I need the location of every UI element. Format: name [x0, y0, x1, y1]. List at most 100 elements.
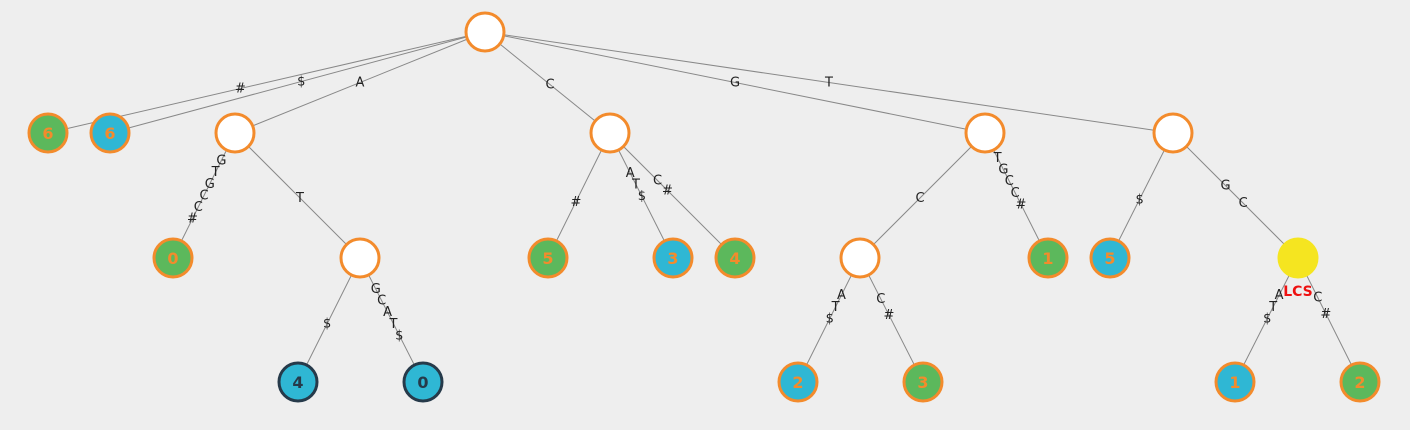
- tree-node-nC: [589, 112, 631, 154]
- node-circle: [402, 361, 444, 403]
- node-circle: [1339, 361, 1381, 403]
- tree-edge: [1172, 132, 1299, 259]
- edge-label: T: [295, 191, 304, 206]
- node-label: 5: [542, 249, 553, 268]
- edge-label: #: [235, 82, 246, 97]
- tree-node-nLCS: LCS: [1277, 237, 1319, 300]
- edge-label: C#: [876, 292, 894, 323]
- node-label: 2: [792, 373, 803, 392]
- node-circle: [277, 361, 319, 403]
- tree-node-n1b: 1: [1214, 361, 1256, 403]
- tree-node-n5b: 5: [1089, 237, 1131, 279]
- tree-node-nAT: [339, 237, 381, 279]
- node-label: 1: [1229, 373, 1240, 392]
- node-circle: [1277, 237, 1319, 279]
- node-circle: [714, 237, 756, 279]
- node-circle: [214, 112, 256, 154]
- edge-label: C#: [653, 174, 673, 199]
- node-label: 3: [917, 373, 928, 392]
- tree-node-n2b: 2: [777, 361, 819, 403]
- node-label: 4: [729, 249, 740, 268]
- node-circle: [339, 237, 381, 279]
- node-circle: [652, 237, 694, 279]
- edge-label: C: [545, 78, 554, 93]
- tree-node-n1g: 1: [1027, 237, 1069, 279]
- tree-node-n4g: 4: [714, 237, 756, 279]
- node-circle: [527, 237, 569, 279]
- node-label: 0: [417, 373, 428, 392]
- edge-label: T: [824, 76, 833, 91]
- tree-node-n6b: 6: [89, 112, 131, 154]
- tree-edge: [609, 132, 736, 259]
- edge-label: GC: [1220, 179, 1247, 212]
- tree-node-nG: [964, 112, 1006, 154]
- tree-edge: [797, 257, 861, 383]
- lcs-tag: LCS: [1283, 284, 1313, 300]
- tree-node-n0d: 0: [402, 361, 444, 403]
- node-label: 3: [667, 249, 678, 268]
- tree-edge: [484, 31, 986, 134]
- tree-edge: [484, 31, 611, 134]
- tree-node-nA: [214, 112, 256, 154]
- node-label: 6: [42, 124, 53, 143]
- tree-edge: [1109, 132, 1174, 259]
- tree-edge: [359, 257, 424, 383]
- node-circle: [964, 112, 1006, 154]
- tree-node-n4d: 4: [277, 361, 319, 403]
- node-label: 4: [292, 373, 303, 392]
- node-label: 1: [1042, 249, 1053, 268]
- tree-edge: [1234, 257, 1299, 383]
- node-circle: [1152, 112, 1194, 154]
- node-circle: [1214, 361, 1256, 403]
- tree-edge: [297, 257, 361, 383]
- tree-node-n2g: 2: [1339, 361, 1381, 403]
- tree-edge: [609, 132, 674, 259]
- edge-label: G: [730, 76, 740, 91]
- tree-edge: [547, 132, 611, 259]
- edge-label: $: [323, 317, 331, 332]
- node-circle: [152, 237, 194, 279]
- tree-node-nGC: [839, 237, 881, 279]
- node-label: 2: [1354, 373, 1365, 392]
- tree-edge: [234, 132, 361, 259]
- tree-edge: [1297, 257, 1361, 383]
- tree-edge: [234, 31, 486, 134]
- edge-label: C: [915, 191, 924, 206]
- edge-label: C#: [1313, 291, 1331, 322]
- edge-label: A: [356, 76, 365, 91]
- node-circle: [1027, 237, 1069, 279]
- tree-node-n3b: 3: [652, 237, 694, 279]
- edge-label: $: [1135, 192, 1143, 207]
- node-circle: [89, 112, 131, 154]
- node-circle: [902, 361, 944, 403]
- tree-node-n3g: 3: [902, 361, 944, 403]
- node-circle: [777, 361, 819, 403]
- tree-node-n6g: 6: [27, 112, 69, 154]
- tree-edge: [172, 132, 236, 259]
- tree-edge: [484, 31, 1174, 134]
- tree-edge: [109, 31, 486, 134]
- node-circle: [589, 112, 631, 154]
- node-circle: [1089, 237, 1131, 279]
- tree-node-nT: [1152, 112, 1194, 154]
- edge-label: #: [570, 195, 581, 210]
- node-circle: [27, 112, 69, 154]
- tree-edge: [984, 132, 1049, 259]
- node-circle: [839, 237, 881, 279]
- node-label: 5: [1104, 249, 1115, 268]
- edge-label: $: [297, 74, 305, 89]
- tree-node-root: [464, 11, 506, 53]
- tree-node-n0g: 0: [152, 237, 194, 279]
- node-label: 6: [104, 124, 115, 143]
- tree-edge: [859, 132, 986, 259]
- tree-node-n5g: 5: [527, 237, 569, 279]
- node-label: 0: [167, 249, 178, 268]
